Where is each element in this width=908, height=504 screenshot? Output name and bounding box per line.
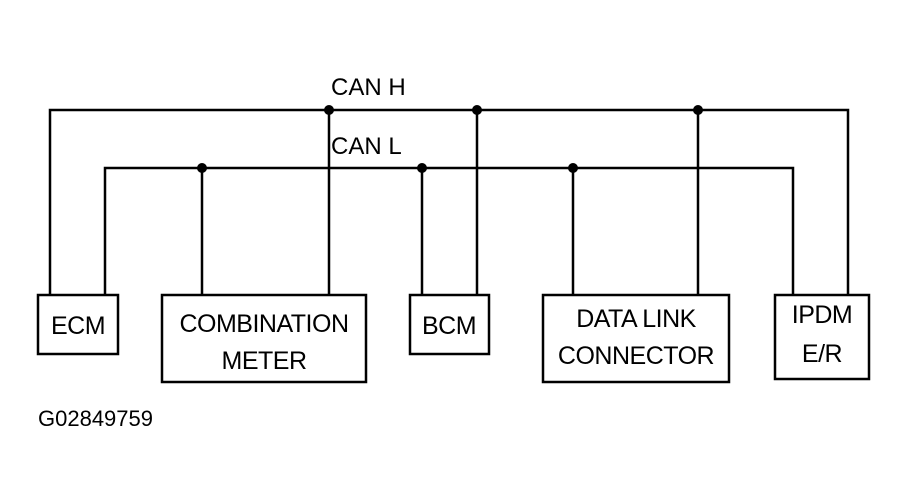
junction-node — [197, 163, 207, 173]
ipdm-er-label-line2: E/R — [802, 340, 842, 368]
figure-id: G02849759 — [38, 406, 153, 431]
bcm-module: BCM — [408, 293, 491, 356]
bcm-label: BCM — [422, 312, 476, 340]
combination-meter-module: COMBINATION METER — [160, 293, 368, 384]
can-h-label: CAN H — [331, 74, 406, 101]
junction-node — [417, 163, 427, 173]
data-link-connector-module: DATA LINK CONNECTOR — [541, 293, 731, 384]
junction-node — [324, 105, 334, 115]
data-link-connector-label-line2: CONNECTOR — [558, 342, 714, 370]
junction-node — [693, 105, 703, 115]
data-link-connector-label-line1: DATA LINK — [576, 305, 696, 333]
ipdm-er-label-line1: IPDM — [792, 301, 853, 329]
combination-meter-label-line1: COMBINATION — [179, 310, 348, 338]
ecm-module: ECM — [36, 293, 120, 356]
can-h-bus-line — [48, 108, 850, 295]
junction-node — [472, 105, 482, 115]
ipdm-er-module: IPDM E/R — [773, 293, 871, 381]
combination-meter-label-line2: METER — [222, 347, 307, 375]
junction-node — [568, 163, 578, 173]
can-l-label: CAN L — [331, 133, 402, 160]
can-l-bus-line — [103, 166, 795, 295]
ecm-label: ECM — [51, 312, 105, 340]
